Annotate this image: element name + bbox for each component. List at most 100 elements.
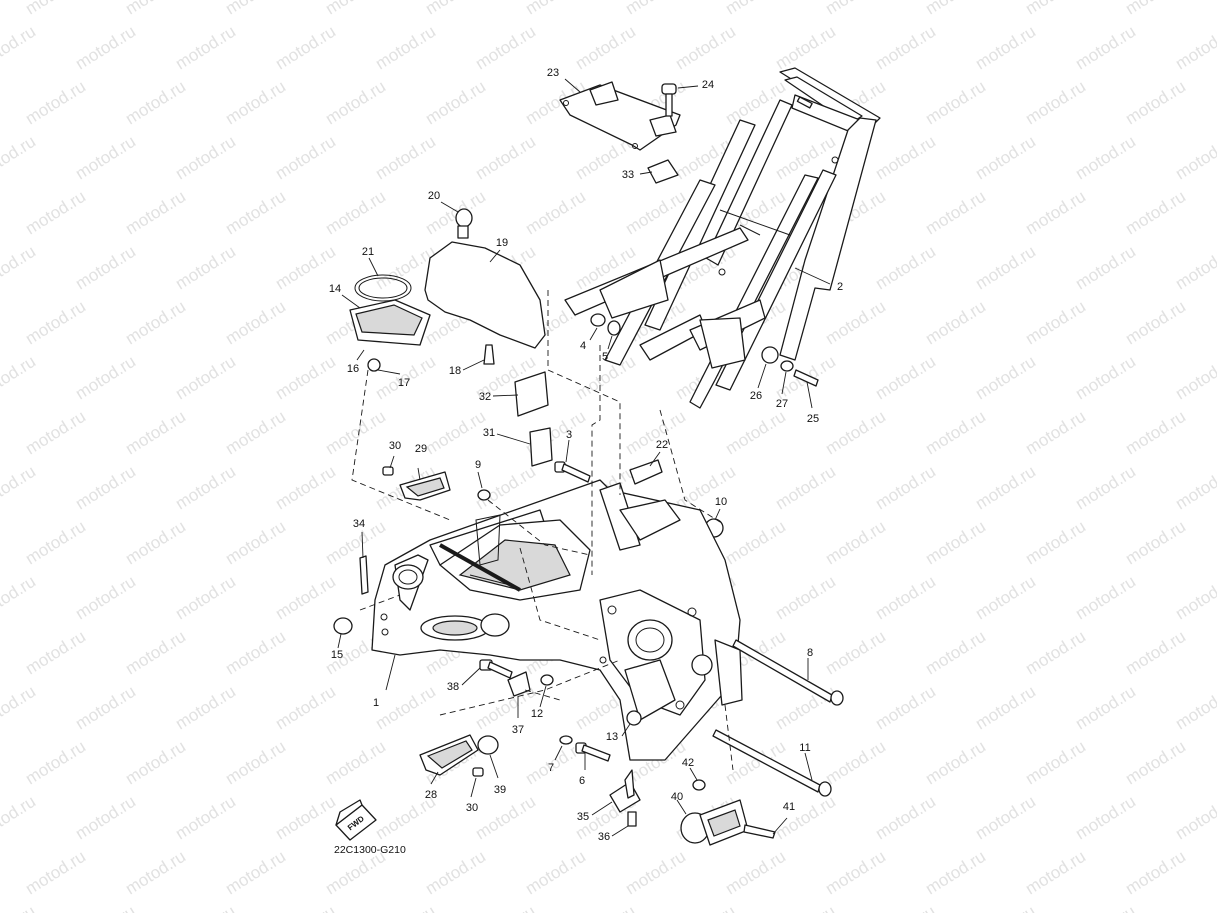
watermark-text: motod.ru bbox=[922, 0, 989, 18]
watermark-text: motod.ru bbox=[822, 737, 889, 789]
assembly-lines bbox=[351, 290, 734, 771]
watermark-text: motod.ru bbox=[672, 22, 739, 74]
watermark-text: motod.ru bbox=[172, 242, 239, 294]
watermark-text: motod.ru bbox=[922, 627, 989, 679]
watermark-text: motod.ru bbox=[822, 847, 889, 899]
watermark-text: motod.ru bbox=[372, 902, 439, 913]
watermark-text: motod.ru bbox=[1022, 187, 1089, 239]
washer-12 bbox=[540, 674, 554, 686]
callout-23: 23 bbox=[547, 67, 559, 79]
watermark-text: motod.ru bbox=[72, 902, 139, 913]
watermark-text: motod.ru bbox=[872, 352, 939, 404]
watermark-text: motod.ru bbox=[422, 0, 489, 18]
cover-19 bbox=[424, 241, 546, 349]
watermark-text: motod.ru bbox=[1022, 297, 1089, 349]
watermark-text: motod.ru bbox=[272, 572, 339, 624]
watermark-text: motod.ru bbox=[972, 792, 1039, 844]
watermark-text: motod.ru bbox=[472, 22, 539, 74]
cover-28 bbox=[419, 734, 499, 777]
watermark-text: motod.ru bbox=[622, 847, 689, 899]
watermark-text: motod.ru bbox=[0, 22, 39, 74]
watermark-text: motod.ru bbox=[822, 0, 889, 18]
watermark-text: motod.ru bbox=[122, 517, 189, 569]
watermark-text: motod.ru bbox=[222, 77, 289, 129]
watermark-text: motod.ru bbox=[972, 572, 1039, 624]
watermark-text: motod.ru bbox=[72, 572, 139, 624]
callout-41: 41 bbox=[783, 801, 795, 813]
watermark-text: motod.ru bbox=[472, 132, 539, 184]
watermark-text: motod.ru bbox=[1022, 77, 1089, 129]
main-frame bbox=[371, 479, 743, 761]
callout-39: 39 bbox=[494, 784, 506, 796]
callout-36: 36 bbox=[598, 831, 610, 843]
watermark-text: motod.ru bbox=[1072, 902, 1139, 913]
watermark-text: motod.ru bbox=[972, 352, 1039, 404]
watermark-text: motod.ru bbox=[422, 77, 489, 129]
watermark-text: motod.ru bbox=[122, 407, 189, 459]
callout-5: 5 bbox=[602, 351, 608, 363]
watermark-text: motod.ru bbox=[822, 517, 889, 569]
watermark-text: motod.ru bbox=[472, 792, 539, 844]
watermark-text: motod.ru bbox=[972, 682, 1039, 734]
callout-38: 38 bbox=[447, 681, 459, 693]
watermark-text: motod.ru bbox=[1122, 77, 1189, 129]
watermark-text: motod.ru bbox=[522, 187, 589, 239]
watermark-text: motod.ru bbox=[322, 737, 389, 789]
watermark-text: motod.ru bbox=[922, 297, 989, 349]
bolt-6 bbox=[575, 742, 611, 762]
callout-35: 35 bbox=[577, 811, 589, 823]
callout-24: 24 bbox=[702, 79, 714, 91]
watermark-text: motod.ru bbox=[772, 462, 839, 514]
callout-42: 42 bbox=[682, 757, 694, 769]
watermark-text: motod.ru bbox=[172, 792, 239, 844]
watermark-text: motod.ru bbox=[1072, 682, 1139, 734]
strip-34 bbox=[359, 555, 369, 595]
watermark-text: motod.ru bbox=[922, 517, 989, 569]
watermark-text: motod.ru bbox=[922, 187, 989, 239]
watermark-text: motod.ru bbox=[1122, 847, 1189, 899]
watermark-text: motod.ru bbox=[122, 77, 189, 129]
cap-15 bbox=[333, 617, 353, 635]
watermark-text: motod.ru bbox=[972, 22, 1039, 74]
callout-28: 28 bbox=[425, 789, 437, 801]
watermark-text: motod.ru bbox=[1122, 517, 1189, 569]
watermark-text: motod.ru bbox=[0, 352, 39, 404]
callout-18: 18 bbox=[449, 365, 461, 377]
watermark-text: motod.ru bbox=[1172, 902, 1217, 913]
watermark-text: motod.ru bbox=[1172, 352, 1217, 404]
watermark-text: motod.ru bbox=[972, 242, 1039, 294]
watermark-text: motod.ru bbox=[322, 187, 389, 239]
watermark-text: motod.ru bbox=[922, 407, 989, 459]
callout-6: 6 bbox=[579, 775, 585, 787]
callout-21: 21 bbox=[362, 246, 374, 258]
callout-12: 12 bbox=[531, 708, 543, 720]
callout-14: 14 bbox=[329, 283, 341, 295]
callout-20: 20 bbox=[428, 190, 440, 202]
watermark-text: motod.ru bbox=[122, 847, 189, 899]
callout-22: 22 bbox=[656, 439, 668, 451]
watermark-text: motod.ru bbox=[1172, 22, 1217, 74]
watermark-text: motod.ru bbox=[72, 242, 139, 294]
watermark-text: motod.ru bbox=[1022, 517, 1089, 569]
watermark-text: motod.ru bbox=[922, 77, 989, 129]
watermark-text: motod.ru bbox=[522, 847, 589, 899]
watermark-text: motod.ru bbox=[1022, 0, 1089, 18]
diagram-code: 22C1300-G210 bbox=[334, 844, 406, 856]
watermark-text: motod.ru bbox=[872, 572, 939, 624]
watermark-text: motod.ru bbox=[272, 352, 339, 404]
watermark-text: motod.ru bbox=[172, 352, 239, 404]
watermark-text: motod.ru bbox=[272, 462, 339, 514]
frame-brace bbox=[439, 543, 521, 592]
watermark-text: motod.ru bbox=[1122, 627, 1189, 679]
watermark-text: motod.ru bbox=[172, 462, 239, 514]
bracket-23 bbox=[559, 81, 681, 151]
callout-9: 9 bbox=[475, 459, 481, 471]
watermark-text: motod.ru bbox=[272, 682, 339, 734]
watermark-text: motod.ru bbox=[322, 407, 389, 459]
watermark-text: motod.ru bbox=[1072, 242, 1139, 294]
watermark-text: motod.ru bbox=[1122, 187, 1189, 239]
callout-16: 16 bbox=[347, 363, 359, 375]
callout-2: 2 bbox=[837, 281, 843, 293]
callout-4: 4 bbox=[580, 340, 586, 352]
